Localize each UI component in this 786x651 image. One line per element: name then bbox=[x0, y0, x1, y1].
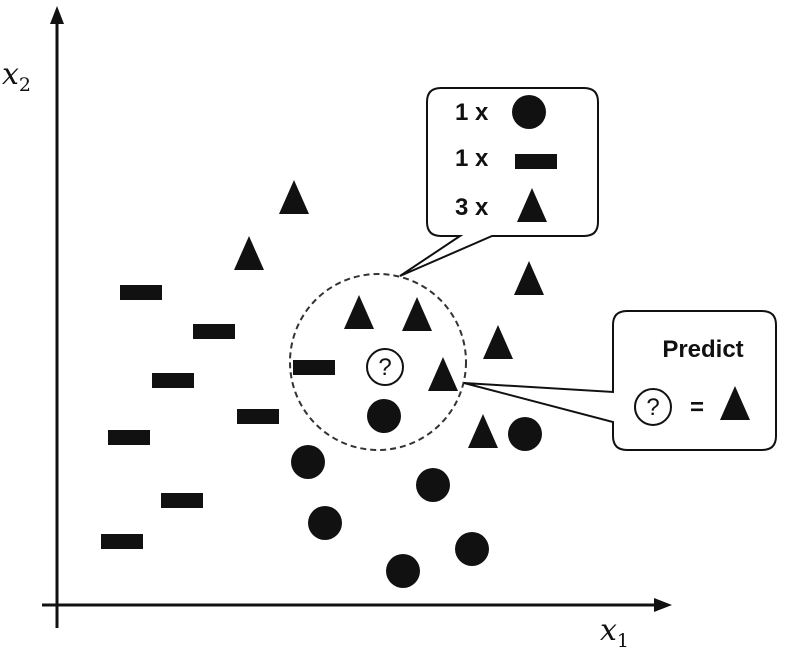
x-axis-label: x1 bbox=[600, 613, 629, 651]
rectangle-point bbox=[120, 285, 162, 300]
circle-point bbox=[455, 532, 489, 566]
circle-point bbox=[386, 554, 420, 588]
triangle-point bbox=[402, 297, 432, 331]
triangle-point bbox=[428, 357, 458, 391]
triangle-point bbox=[514, 261, 544, 295]
y-axis-arrowhead bbox=[50, 6, 64, 24]
triangle-point bbox=[468, 414, 498, 448]
neighborhood-boundary bbox=[289, 273, 467, 451]
circle-point bbox=[291, 445, 325, 479]
circle-class-points bbox=[291, 399, 542, 588]
x-axis-arrowhead bbox=[654, 598, 672, 612]
circle-point bbox=[508, 417, 542, 451]
rectangle-point bbox=[237, 409, 279, 424]
prediction-callout: Predict ? = bbox=[463, 310, 777, 451]
count-circle-label: 1 x bbox=[455, 99, 489, 126]
count-triangle-label: 3 x bbox=[455, 194, 489, 221]
count-rectangle-label: 1 x bbox=[455, 145, 489, 172]
callout-bubble bbox=[399, 87, 599, 277]
circle-icon bbox=[512, 95, 546, 129]
rectangle-icon bbox=[515, 154, 557, 169]
rectangle-point bbox=[101, 534, 143, 549]
triangle-point bbox=[279, 180, 309, 214]
triangle-class-points bbox=[234, 180, 544, 448]
query-symbol: ? bbox=[378, 354, 391, 381]
circle-point bbox=[308, 506, 342, 540]
rectangle-point bbox=[193, 324, 235, 339]
triangle-point bbox=[234, 236, 264, 270]
rectangle-class-points bbox=[101, 285, 335, 549]
prediction-equals: = bbox=[690, 394, 704, 421]
axes bbox=[42, 6, 672, 628]
prediction-bubble bbox=[463, 310, 777, 451]
triangle-point bbox=[483, 325, 513, 359]
prediction-query-icon bbox=[634, 388, 672, 426]
prediction-triangle-icon bbox=[720, 386, 750, 420]
circle-point bbox=[367, 399, 401, 433]
triangle-point bbox=[344, 295, 374, 329]
y-axis-label: x2 bbox=[2, 57, 31, 96]
triangle-icon bbox=[517, 188, 547, 222]
prediction-query-symbol: ? bbox=[646, 394, 659, 421]
rectangle-point bbox=[152, 373, 194, 388]
neighbor-count-callout: 1 x 1 x 3 x bbox=[399, 87, 599, 277]
rectangle-point bbox=[293, 360, 335, 375]
circle-point bbox=[416, 468, 450, 502]
rectangle-point bbox=[161, 493, 203, 508]
rectangle-point bbox=[108, 430, 150, 445]
query-circle-icon bbox=[366, 348, 404, 386]
prediction-title: Predict bbox=[662, 336, 743, 363]
query-point: ? bbox=[366, 348, 404, 386]
